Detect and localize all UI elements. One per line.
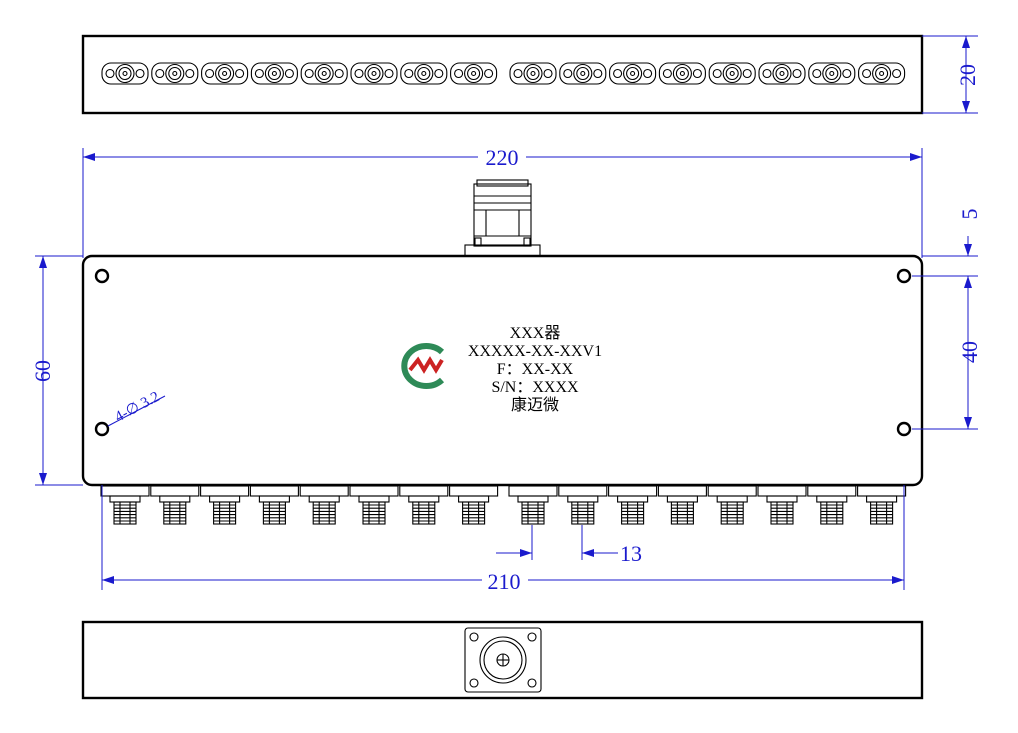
dimension-label-hole-offset: 5 <box>957 209 982 220</box>
dimension-label-hole-callout: 4-∅ 3.2 <box>112 389 162 426</box>
output-sma-port <box>200 485 250 525</box>
front-view: 220 4-∅ 3.2 <box>30 145 982 594</box>
output-sma-port <box>857 485 907 525</box>
top-view-sma-port <box>151 62 199 85</box>
dimension-label-hole-spacing: 40 <box>957 341 982 363</box>
back-view <box>81 620 924 700</box>
mounting-hole <box>94 421 110 437</box>
output-sma-port <box>508 485 558 525</box>
output-sma-port <box>707 485 757 525</box>
dimension-body-height: 60 <box>30 255 83 486</box>
dimension-label-body-height: 60 <box>30 360 55 382</box>
nameplate-line-3: F：XX-XX <box>497 361 574 378</box>
top-view-outline <box>81 34 924 115</box>
nameplate-line-5: 康迈微 <box>511 396 559 414</box>
output-sma-port <box>249 485 299 525</box>
top-view-sma-port <box>708 62 756 85</box>
output-sma-port <box>657 485 707 525</box>
output-sma-port <box>399 485 449 525</box>
dimension-top-height: 20 <box>922 35 980 114</box>
top-view-sma-port <box>559 62 607 85</box>
top-view-sma-port <box>101 62 149 85</box>
dimension-label-overall-width: 220 <box>486 145 519 170</box>
mounting-hole <box>896 268 912 284</box>
top-view-sma-port <box>758 62 806 85</box>
mounting-hole <box>896 421 912 437</box>
dimension-label-top-height: 20 <box>955 64 980 86</box>
output-sma-port <box>150 485 200 525</box>
top-view-sma-port <box>858 62 906 85</box>
nameplate: XXX器 XXXXX-XX-XXV1 F：XX-XX S/N：XXXX 康迈微 <box>468 324 602 414</box>
body-outline <box>81 254 924 487</box>
input-connector <box>464 179 541 257</box>
top-view-sma-port <box>509 62 557 85</box>
nameplate-line-1: XXX器 <box>510 324 561 342</box>
dimension-label-port-pitch: 13 <box>620 541 642 566</box>
dimension-label-port-span: 210 <box>488 569 521 594</box>
top-view-sma-port <box>400 62 448 85</box>
output-sma-port <box>299 485 349 525</box>
top-view-sma-port <box>350 62 398 85</box>
output-sma-port <box>100 485 150 525</box>
output-sma-port <box>807 485 857 525</box>
top-view: 20 <box>81 34 980 115</box>
n-connector-flange-icon <box>464 627 542 693</box>
top-view-port-row <box>101 62 906 85</box>
output-port-row <box>100 485 907 525</box>
nameplate-line-2: XXXXX-XX-XXV1 <box>468 343 602 360</box>
output-sma-port <box>757 485 807 525</box>
top-view-sma-port <box>658 62 706 85</box>
company-logo-icon <box>401 343 445 389</box>
dimension-hole-callout: 4-∅ 3.2 <box>107 389 166 427</box>
top-view-sma-port <box>808 62 856 85</box>
top-view-sma-port <box>609 62 657 85</box>
dimension-overall-width: 220 <box>82 145 923 258</box>
output-sma-port <box>558 485 608 525</box>
dimension-hole-spacing: 40 <box>912 276 982 430</box>
top-view-sma-port <box>250 62 298 85</box>
dimension-hole-offset: 5 <box>912 209 982 277</box>
top-view-sma-port <box>201 62 249 85</box>
output-sma-port <box>349 485 399 525</box>
top-view-sma-port <box>450 62 498 85</box>
output-sma-port <box>449 485 499 525</box>
nameplate-line-4: S/N：XXXX <box>491 379 579 396</box>
dimension-port-pitch: 13 <box>496 525 642 566</box>
back-view-outline <box>81 620 924 700</box>
top-view-sma-port <box>300 62 348 85</box>
output-sma-port <box>608 485 658 525</box>
mounting-hole <box>94 268 110 284</box>
dimension-port-span: 210 <box>101 485 905 594</box>
mounting-holes <box>94 268 912 437</box>
